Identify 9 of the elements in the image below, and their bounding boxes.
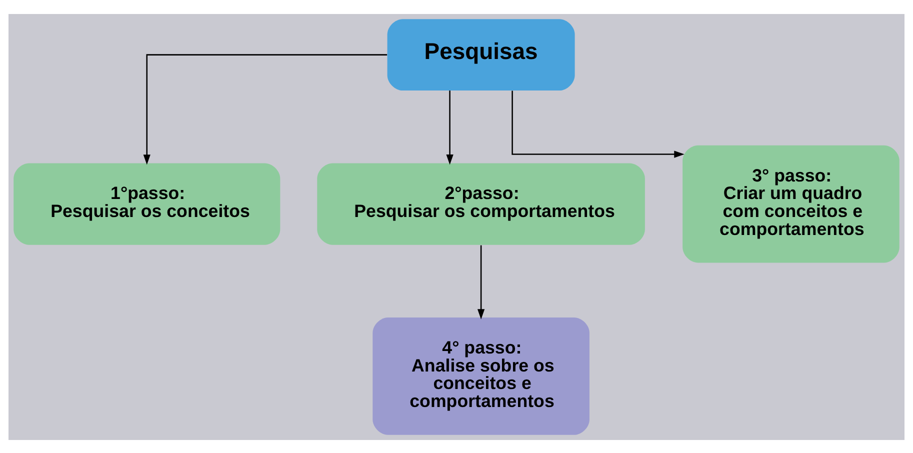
arrow [512,90,684,158]
arrow [446,90,454,164]
arrow [143,54,388,164]
arrow [477,244,485,319]
node-box: 2°passo: Pesquisar os comportamentos [317,162,645,244]
node-box: Pesquisas [387,18,575,90]
node-box: 1°passo: Pesquisar os conceitos [14,162,280,244]
node-box: 4° passo: Analise sobre os conceitos e comportamentos [372,317,590,434]
node-box: 3° passo: Criar um quadro com conceitos e comportamentos [682,144,900,262]
